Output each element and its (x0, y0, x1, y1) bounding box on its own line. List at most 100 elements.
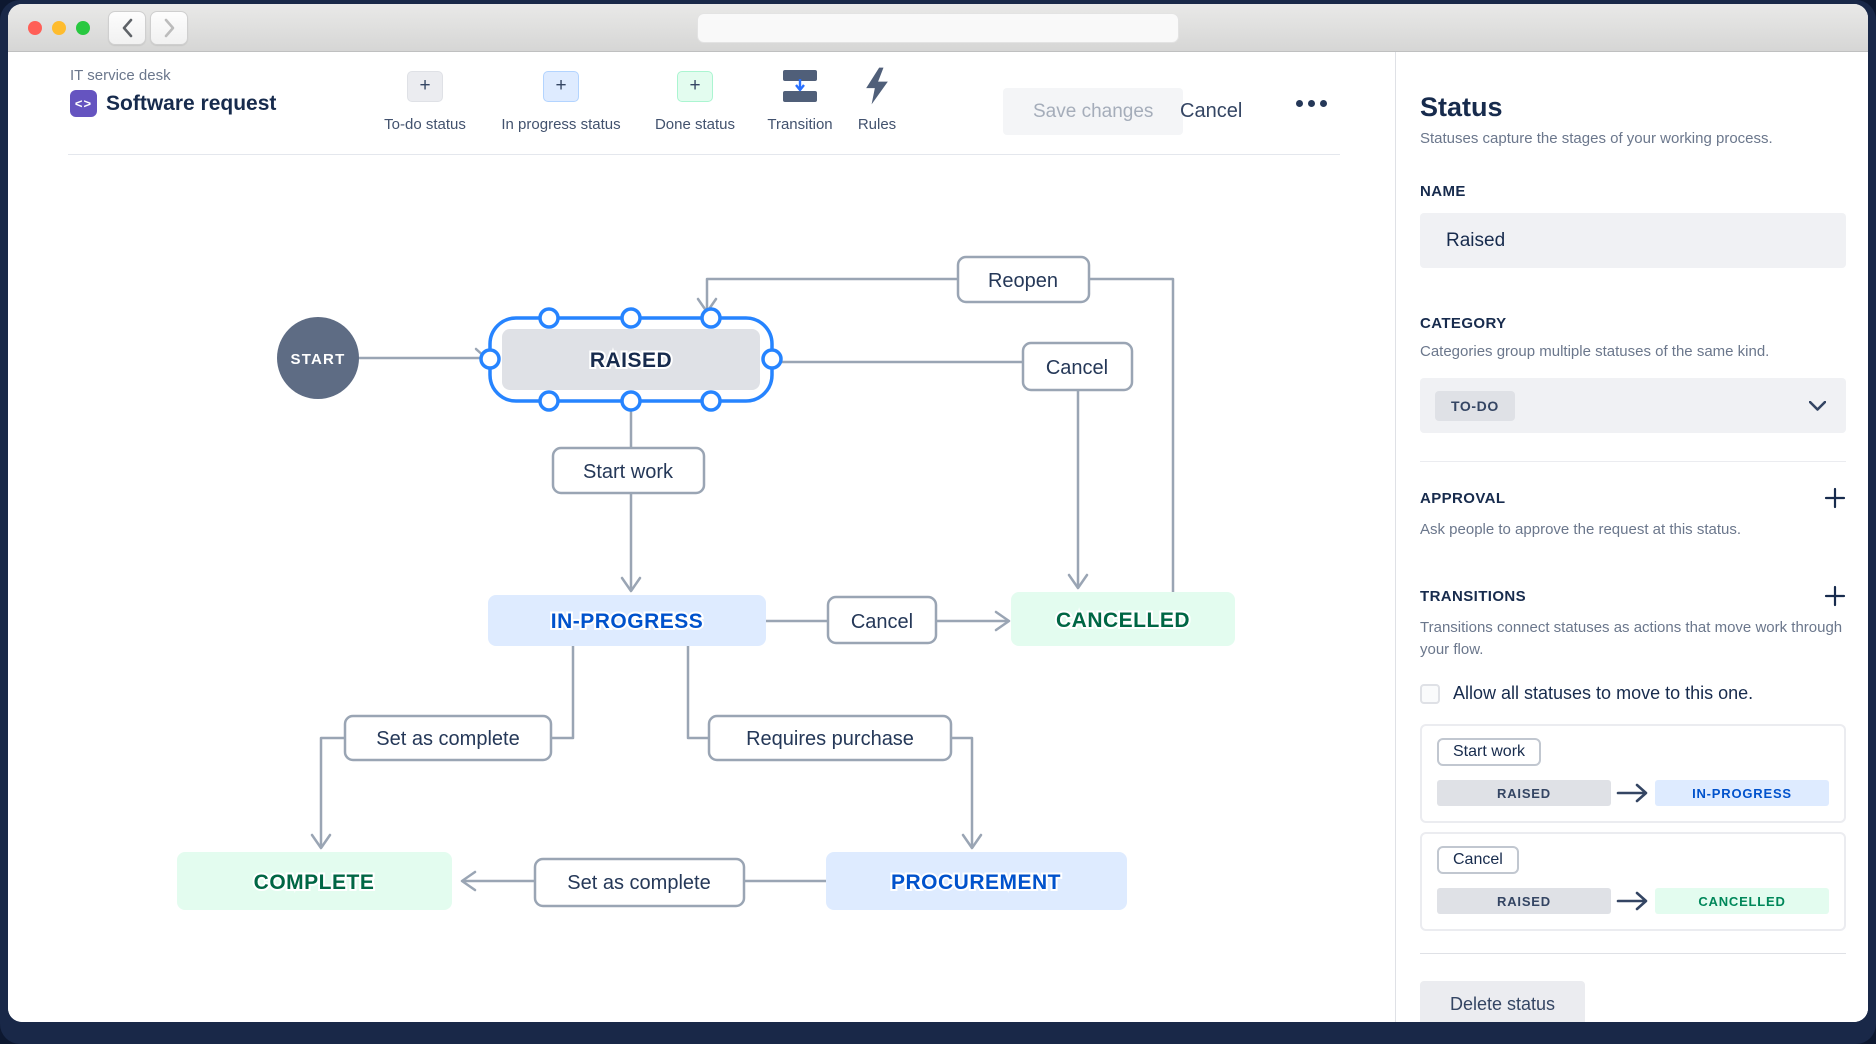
node-complete[interactable]: COMPLETE (177, 852, 452, 910)
add-transition-sidebar-button[interactable] (1824, 585, 1846, 607)
resize-handle[interactable] (479, 348, 501, 370)
traffic-lights (28, 21, 90, 35)
browser-window: IT service desk <> Software request + To… (8, 4, 1868, 1022)
dot-icon (1320, 100, 1327, 107)
svg-text:Cancel: Cancel (1046, 357, 1108, 379)
transitions-description: Transitions connect statuses as actions … (1420, 619, 1843, 658)
transition-requires-purchase[interactable]: Requires purchase (707, 714, 953, 762)
to-status-badge: CANCELLED (1655, 888, 1829, 914)
transition-name-pill[interactable]: Cancel (1437, 846, 1519, 874)
resize-handle[interactable] (700, 307, 722, 329)
toolbar-label: Done status (654, 116, 736, 133)
approval-description: Ask people to approve the request at thi… (1420, 521, 1742, 538)
svg-text:RAISED: RAISED (590, 349, 672, 372)
transition-name-pill[interactable]: Start work (1437, 738, 1542, 766)
chevron-right-icon (164, 18, 174, 38)
transition-icon (783, 70, 817, 102)
workflow-nodes: START RAISED IN-PROGRESS CANCELLED (177, 317, 1235, 910)
resize-handle[interactable] (538, 307, 560, 329)
transition-cancel-mid[interactable]: Cancel (826, 595, 938, 645)
plus-icon: + (677, 70, 713, 102)
svg-text:Start work: Start work (583, 461, 674, 483)
transition-reopen[interactable]: Reopen (956, 255, 1091, 304)
header-divider (68, 154, 1340, 155)
resize-handle[interactable] (538, 390, 560, 412)
to-status-badge: IN-PROGRESS (1655, 780, 1829, 806)
transition-set-as-complete-bottom[interactable]: Set as complete (533, 857, 746, 908)
toolbar-label: To-do status (384, 116, 466, 133)
node-start[interactable]: START (277, 317, 359, 399)
lightning-icon (866, 67, 888, 105)
transition-labels: Reopen Cancel Start work Cancel (343, 255, 1134, 908)
transition-set-as-complete-left[interactable]: Set as complete (343, 714, 553, 762)
workflow-canvas[interactable]: Reopen Cancel Start work Cancel (8, 155, 1395, 1022)
transition-cancel-top[interactable]: Cancel (1021, 341, 1134, 392)
svg-text:Requires purchase: Requires purchase (746, 728, 914, 750)
dot-icon (1296, 100, 1303, 107)
category-select[interactable]: TO-DO (1420, 378, 1846, 433)
address-bar[interactable] (697, 13, 1179, 43)
dot-icon (1308, 100, 1315, 107)
transition-start-work[interactable]: Start work (551, 446, 706, 495)
svg-text:Set as complete: Set as complete (567, 872, 710, 894)
from-status-badge: RAISED (1437, 780, 1611, 806)
node-in-progress[interactable]: IN-PROGRESS (488, 595, 766, 646)
svg-text:START: START (291, 351, 346, 368)
page-title: Software request (106, 91, 277, 115)
svg-text:PROCUREMENT: PROCUREMENT (891, 871, 1061, 894)
breadcrumb: IT service desk <> Software request (70, 67, 276, 117)
project-breadcrumb[interactable]: IT service desk (70, 67, 171, 84)
node-cancelled[interactable]: CANCELLED (1011, 592, 1235, 646)
name-label: NAME (1420, 183, 1466, 200)
chevron-down-icon (1809, 400, 1826, 411)
zoom-window-button[interactable] (76, 21, 90, 35)
category-label: CATEGORY (1420, 315, 1507, 332)
panel-title: Status (1420, 92, 1503, 122)
node-raised[interactable]: RAISED (502, 329, 760, 390)
svg-text:CANCELLED: CANCELLED (1056, 609, 1190, 632)
forward-button[interactable] (150, 11, 188, 45)
allow-all-label: Allow all statuses to move to this one. (1453, 683, 1754, 703)
status-name-input[interactable] (1420, 213, 1846, 268)
category-description: Categories group multiple statuses of th… (1420, 343, 1770, 360)
add-approval-button[interactable] (1824, 487, 1846, 509)
minimize-window-button[interactable] (52, 21, 66, 35)
add-transition-button[interactable]: Transition (725, 64, 875, 133)
plus-icon (1824, 487, 1846, 509)
status-panel: Status Statuses capture the stages of yo… (1395, 52, 1868, 1022)
resize-handle[interactable] (761, 348, 783, 370)
transitions-label: TRANSITIONS (1420, 587, 1527, 605)
add-todo-status-button[interactable]: + To-do status (350, 64, 500, 133)
plus-icon: + (543, 70, 579, 102)
arrow-right-icon (1616, 891, 1648, 911)
allow-all-checkbox[interactable] (1420, 683, 1440, 704)
toolbar-label: Rules (857, 116, 897, 133)
svg-text:COMPLETE: COMPLETE (254, 871, 375, 894)
node-procurement[interactable]: PROCUREMENT (826, 852, 1127, 910)
delete-status-button[interactable]: Delete status (1420, 981, 1586, 1022)
svg-text:IN-PROGRESS: IN-PROGRESS (551, 610, 704, 633)
back-button[interactable] (108, 11, 146, 45)
rules-button[interactable]: Rules (802, 64, 952, 133)
svg-text:Reopen: Reopen (988, 270, 1058, 292)
from-status-badge: RAISED (1437, 888, 1611, 914)
add-inprogress-status-button[interactable]: + In progress status (486, 64, 636, 133)
plus-icon: + (407, 70, 443, 102)
transition-card[interactable]: Cancel RAISED CANCELLED (1420, 832, 1846, 931)
resize-handle[interactable] (620, 307, 642, 329)
transition-card[interactable]: Start work RAISED IN-PROGRESS (1420, 724, 1846, 823)
save-changes-button[interactable]: Save changes (1003, 88, 1184, 135)
more-menu-button[interactable] (1296, 100, 1327, 107)
plus-icon (1824, 585, 1846, 607)
panel-subtitle: Statuses capture the stages of your work… (1420, 130, 1773, 147)
selection-handles (479, 307, 783, 412)
resize-handle[interactable] (700, 390, 722, 412)
category-value-badge: TO-DO (1435, 390, 1515, 421)
resize-handle[interactable] (620, 390, 642, 412)
toolbar-label: In progress status (501, 116, 621, 133)
cancel-button[interactable]: Cancel (1180, 88, 1242, 135)
close-window-button[interactable] (28, 21, 42, 35)
add-done-status-button[interactable]: + Done status (620, 64, 770, 133)
approval-label: APPROVAL (1420, 489, 1506, 507)
